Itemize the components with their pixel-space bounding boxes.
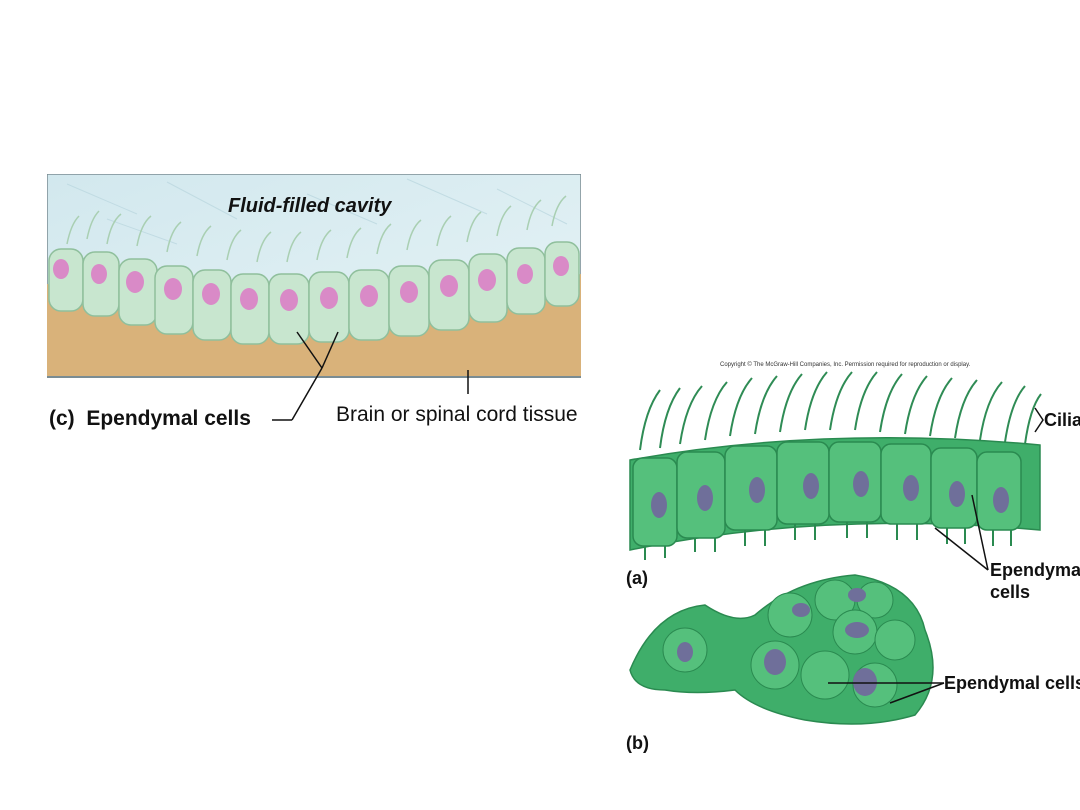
nucleus-group xyxy=(53,256,569,311)
ependymal-sheet-svg xyxy=(629,574,934,725)
fluid-filled-cavity-label: Fluid-filled cavity xyxy=(228,195,392,217)
cilia-group xyxy=(66,195,567,263)
panel-a-illustration xyxy=(625,370,1045,570)
nucleus-b-group xyxy=(677,588,877,696)
panel-a-label: (a) xyxy=(626,568,648,588)
ependymal-cell-row xyxy=(48,241,580,345)
panel-b-illustration xyxy=(625,570,945,730)
ependymal-cells-c-label: (c) Ependymal cells xyxy=(49,407,251,430)
panel-c-illustration xyxy=(46,173,582,379)
ependymal-cells-a-label-line1: Ependymal xyxy=(990,560,1080,580)
tissue-label: Brain or spinal cord tissue xyxy=(336,403,578,426)
ciliated-ependymal-block-svg xyxy=(629,371,1042,560)
copyright-notice: Copyright © The McGraw-Hill Companies, I… xyxy=(720,362,971,368)
cilia-a-group xyxy=(639,371,1042,451)
cilia-label: Cilia xyxy=(1044,410,1080,430)
ependymal-lining-svg xyxy=(46,173,582,379)
nucleus-a-group xyxy=(651,471,1009,518)
basal-processes xyxy=(644,522,1012,560)
ependymal-cells-b-label: Ependymal cells xyxy=(944,673,1080,693)
ependymal-cells-a-label-line2: cells xyxy=(990,582,1031,602)
panel-b-label: (b) xyxy=(626,733,649,753)
